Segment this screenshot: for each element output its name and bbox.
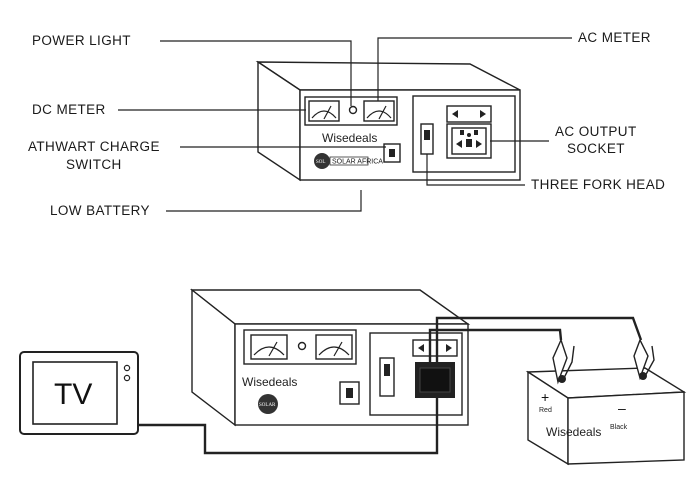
low-battery-label: LOW BATTERY xyxy=(50,203,150,218)
black-battery-cable xyxy=(435,316,643,362)
red-battery-cable xyxy=(428,328,563,362)
power-light xyxy=(348,105,358,115)
ac-output-socket-label-line1: AC OUTPUT xyxy=(555,124,637,139)
battery-red-label: Red xyxy=(539,407,552,414)
tv-label: TV xyxy=(54,378,92,411)
tv: TV xyxy=(19,351,139,435)
tv-screen xyxy=(32,361,118,425)
ac-output-socket-label-line2: SOCKET xyxy=(567,141,625,156)
cables xyxy=(138,316,643,455)
top-inverter: Wisedeals SOL SOLAR AFRICA xyxy=(255,60,521,182)
battery-front xyxy=(567,391,685,465)
bottom-inverter: Wisedeals SOLAR xyxy=(189,288,471,427)
tv-knob xyxy=(123,374,131,382)
top-seal-logo xyxy=(314,153,330,169)
battery-black-label: Black xyxy=(610,424,628,431)
battery-brand-label: Wisedeals xyxy=(546,425,601,439)
svg-text:SOL: SOL xyxy=(316,160,325,165)
athwart-charge-switch-label-line2: SWITCH xyxy=(66,157,122,172)
bottom-seal-logo xyxy=(258,394,278,414)
leader-lines xyxy=(118,37,572,212)
battery-minus: – xyxy=(618,400,626,416)
black-clamp xyxy=(633,338,655,381)
three-fork-head-label: THREE FORK HEAD xyxy=(531,177,665,192)
battery-plus: + xyxy=(541,389,549,405)
top-brand-label: Wisedeals xyxy=(322,131,377,145)
dc-meter-label: DC METER xyxy=(32,102,106,117)
bottom-power-light xyxy=(297,341,307,351)
tv-power-cable xyxy=(138,398,439,455)
power-light-label: POWER LIGHT xyxy=(32,33,131,48)
battery: + Red – Black Wisedeals xyxy=(525,338,687,466)
bottom-vertical-switch xyxy=(379,357,395,397)
top-seal-text: SOLAR AFRICA xyxy=(332,159,383,166)
top-inverter-lid xyxy=(255,61,521,91)
bottom-inverter-lid xyxy=(189,289,471,325)
tv-knob xyxy=(123,364,131,372)
bottom-brand-label: Wisedeals xyxy=(242,375,297,389)
ac-meter-label: AC METER xyxy=(578,30,651,45)
bottom-seal-text: SOLAR xyxy=(259,403,276,408)
athwart-charge-switch-label-line1: ATHWART CHARGE xyxy=(28,139,160,154)
